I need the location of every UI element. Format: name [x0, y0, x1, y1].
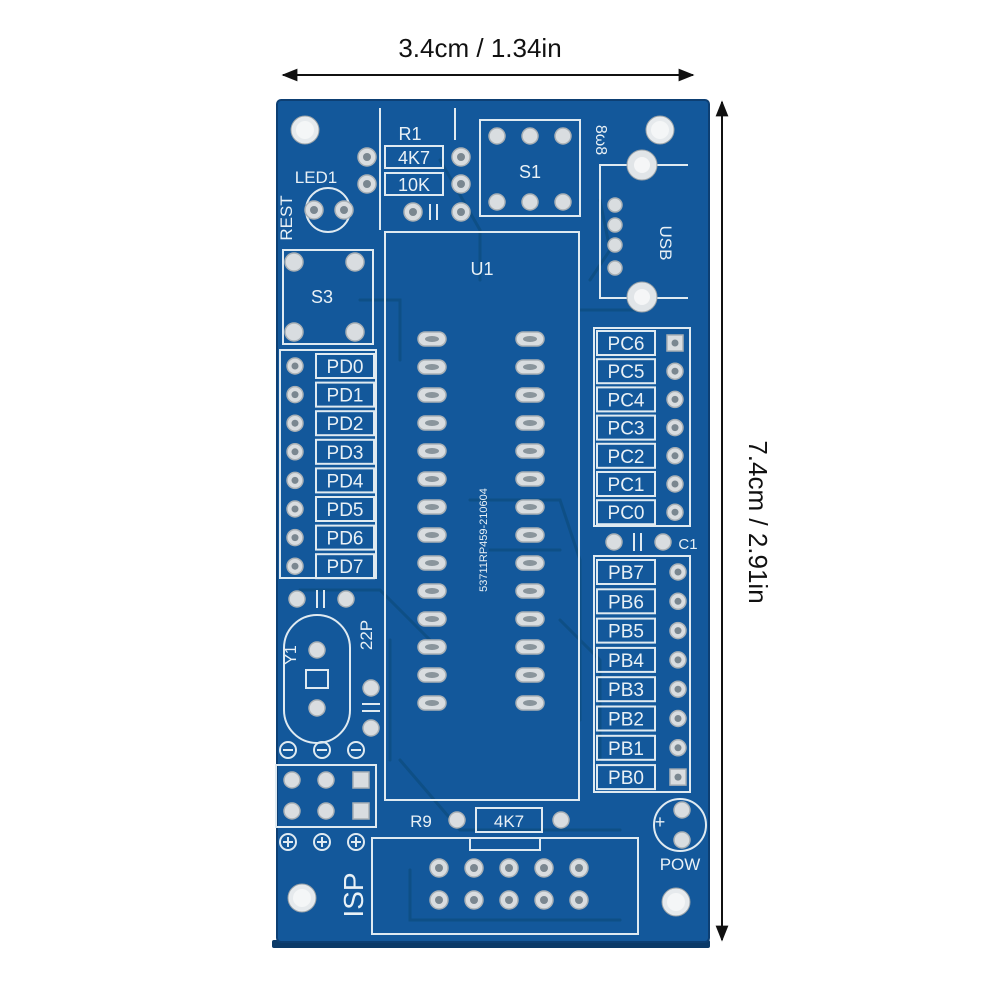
- pc-pin-row: PC6: [596, 330, 684, 356]
- pc-pin-row: PC2: [596, 442, 684, 469]
- r9-resistor: R9 4K7: [410, 807, 570, 833]
- s1-label: S1: [519, 162, 541, 182]
- u1-label: U1: [470, 259, 493, 279]
- pcb-board: R1 4K7 10K S1 8ω8 LED1: [272, 99, 710, 948]
- u1-chip-footprint: U1 53711RP459-210604: [384, 231, 580, 801]
- r1-value-bottom: 10K: [398, 175, 430, 195]
- r9-label: R9: [410, 812, 432, 831]
- pd-pin-label: PD1: [327, 386, 364, 407]
- pb-pin-row: PB4: [596, 646, 687, 673]
- u1-pads: [417, 331, 545, 711]
- pb-pin-label: PB4: [608, 651, 644, 672]
- r9-value: 4K7: [494, 812, 524, 831]
- pc-pin-label: PC3: [608, 419, 645, 440]
- pb-pin-label: PB0: [608, 768, 644, 789]
- pd-pin-row: PD6: [286, 524, 375, 551]
- pb-pin-label: PB2: [608, 710, 644, 731]
- r1-value-top: 4K7: [398, 148, 430, 168]
- pd-pin-row: PD0: [286, 353, 375, 379]
- pc-pin-label: PC0: [608, 503, 645, 524]
- pd-pin-row: PD3: [286, 438, 375, 465]
- pc-pin-row: PC1: [596, 471, 684, 497]
- pb-pin-label: PB7: [608, 563, 644, 584]
- copper-traces: [298, 158, 642, 922]
- pd-pin-label: PD7: [327, 557, 364, 578]
- usb-side-label: 8ω8: [592, 125, 609, 155]
- pd-pin-row: PD1: [286, 381, 375, 408]
- pc-pin-label: PC6: [608, 334, 645, 355]
- isp-label: ISP: [338, 872, 369, 917]
- pb-pin-label: PB3: [608, 680, 644, 701]
- height-label: 7.4cm / 2.91in: [743, 440, 773, 603]
- c1-capacitor: C1: [605, 533, 698, 553]
- pd-pin-label: PD6: [327, 529, 364, 550]
- r1-block: R1 4K7 10K: [357, 108, 471, 230]
- isp-header: ISP: [338, 837, 639, 935]
- c1-label: C1: [678, 536, 697, 553]
- pc-pin-label: PC2: [608, 447, 645, 468]
- s3-label: S3: [311, 287, 333, 307]
- pb-pin-row: PB1: [596, 734, 687, 761]
- pd-pin-row: PD7: [286, 553, 375, 580]
- rest-label: REST: [277, 195, 296, 240]
- cap-22p-label: 22P: [357, 620, 376, 650]
- pc-pin-label: PC4: [608, 390, 645, 411]
- pb-pin-row: PB3: [596, 676, 687, 703]
- led1-block: LED1 REST: [277, 168, 354, 241]
- pb-pin-label: PB1: [608, 739, 644, 760]
- crystal-y1: Y1 22P: [283, 590, 380, 744]
- pb-pin-label: PB6: [608, 592, 644, 613]
- pow-label: POW: [660, 855, 701, 874]
- pc-pin-row: PC0: [596, 499, 684, 526]
- mounting-holes: [287, 115, 691, 917]
- pd-pin-row: PD4: [286, 467, 375, 494]
- pb-pin-row: PB5: [596, 617, 687, 644]
- pc-pin-row: PC5: [596, 358, 684, 385]
- width-dimension: 3.4cm / 1.34in: [281, 33, 695, 82]
- pc-pin-label: PC5: [608, 362, 645, 383]
- pd-pin-row: PD5: [286, 496, 375, 522]
- pb-pin-label: PB5: [608, 622, 644, 643]
- usb-connector: USB: [599, 149, 688, 313]
- pd-pin-label: PD3: [327, 443, 364, 464]
- s1-socket: S1 8ω8: [479, 119, 609, 217]
- led1-label: LED1: [295, 168, 338, 187]
- pd-pin-label: PD0: [327, 357, 364, 378]
- svg-text:+: +: [655, 812, 666, 832]
- r1-label: R1: [398, 124, 421, 144]
- s3-switch: S3: [282, 249, 374, 345]
- pc-pin-row: PC3: [596, 414, 684, 441]
- pd-pin-label: PD2: [327, 414, 364, 435]
- pc-pin-row: PC4: [596, 386, 684, 413]
- usb-label: USB: [656, 226, 675, 261]
- pd-pin-label: PD5: [327, 500, 364, 521]
- pb-pin-row: PB2: [596, 705, 687, 732]
- y1-label: Y1: [283, 645, 300, 665]
- width-label: 3.4cm / 1.34in: [398, 33, 561, 63]
- pb-pin-row: PB6: [596, 588, 687, 615]
- pd-pin-label: PD4: [327, 471, 364, 492]
- pd-pin-row: PD2: [286, 410, 375, 437]
- pow-led: + POW: [653, 798, 707, 874]
- pc-pin-label: PC1: [608, 475, 645, 496]
- pb-pin-row: PB7: [596, 559, 687, 585]
- power-jumpers: [275, 741, 377, 851]
- pb-pin-row: PB0: [596, 764, 687, 791]
- board-id-label: 53711RP459-210604: [478, 488, 490, 592]
- height-dimension: 7.4cm / 2.91in: [715, 100, 773, 942]
